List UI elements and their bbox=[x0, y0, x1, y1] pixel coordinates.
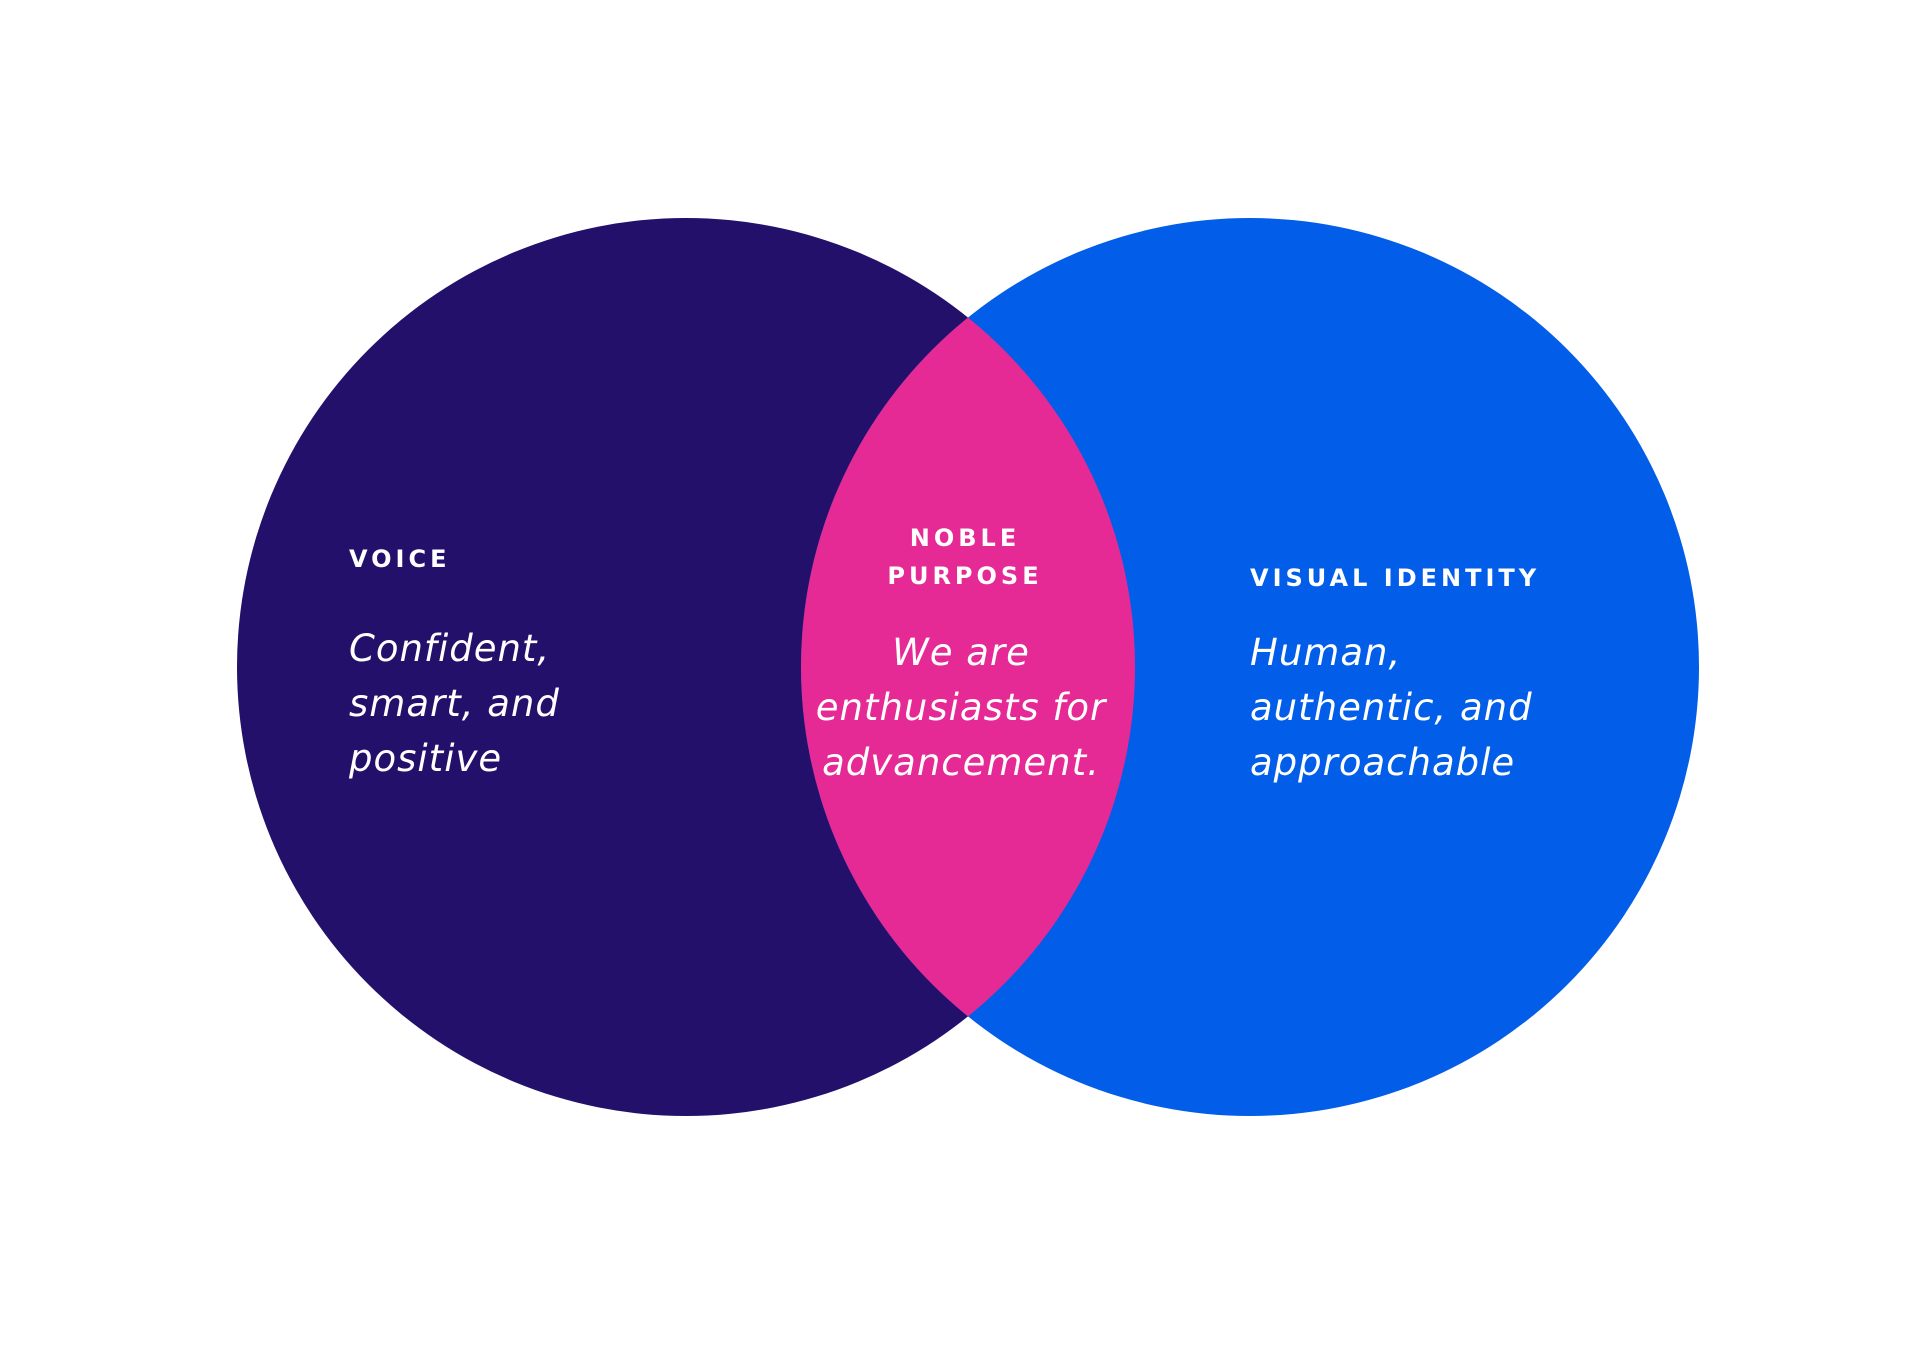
noble-purpose-line-1: We are bbox=[892, 631, 1030, 674]
noble-purpose-line-3: advancement. bbox=[822, 741, 1100, 784]
noble-purpose-title-1: NOBLE bbox=[910, 524, 1020, 552]
voice-title: VOICE bbox=[349, 545, 451, 573]
visual-identity-line-2: authentic, and bbox=[1250, 686, 1533, 729]
visual-identity-title: VISUAL IDENTITY bbox=[1250, 564, 1540, 592]
noble-purpose-intersection bbox=[801, 218, 1135, 1116]
voice-line-1: Confident, bbox=[349, 627, 550, 670]
voice-line-2: smart, and bbox=[349, 682, 560, 725]
noble-purpose-line-2: enthusiasts for bbox=[816, 686, 1108, 729]
visual-identity-line-3: approachable bbox=[1250, 741, 1515, 784]
visual-identity-line-1: Human, bbox=[1250, 631, 1401, 674]
noble-purpose-title-2: PURPOSE bbox=[887, 562, 1042, 590]
voice-line-3: positive bbox=[348, 737, 502, 780]
